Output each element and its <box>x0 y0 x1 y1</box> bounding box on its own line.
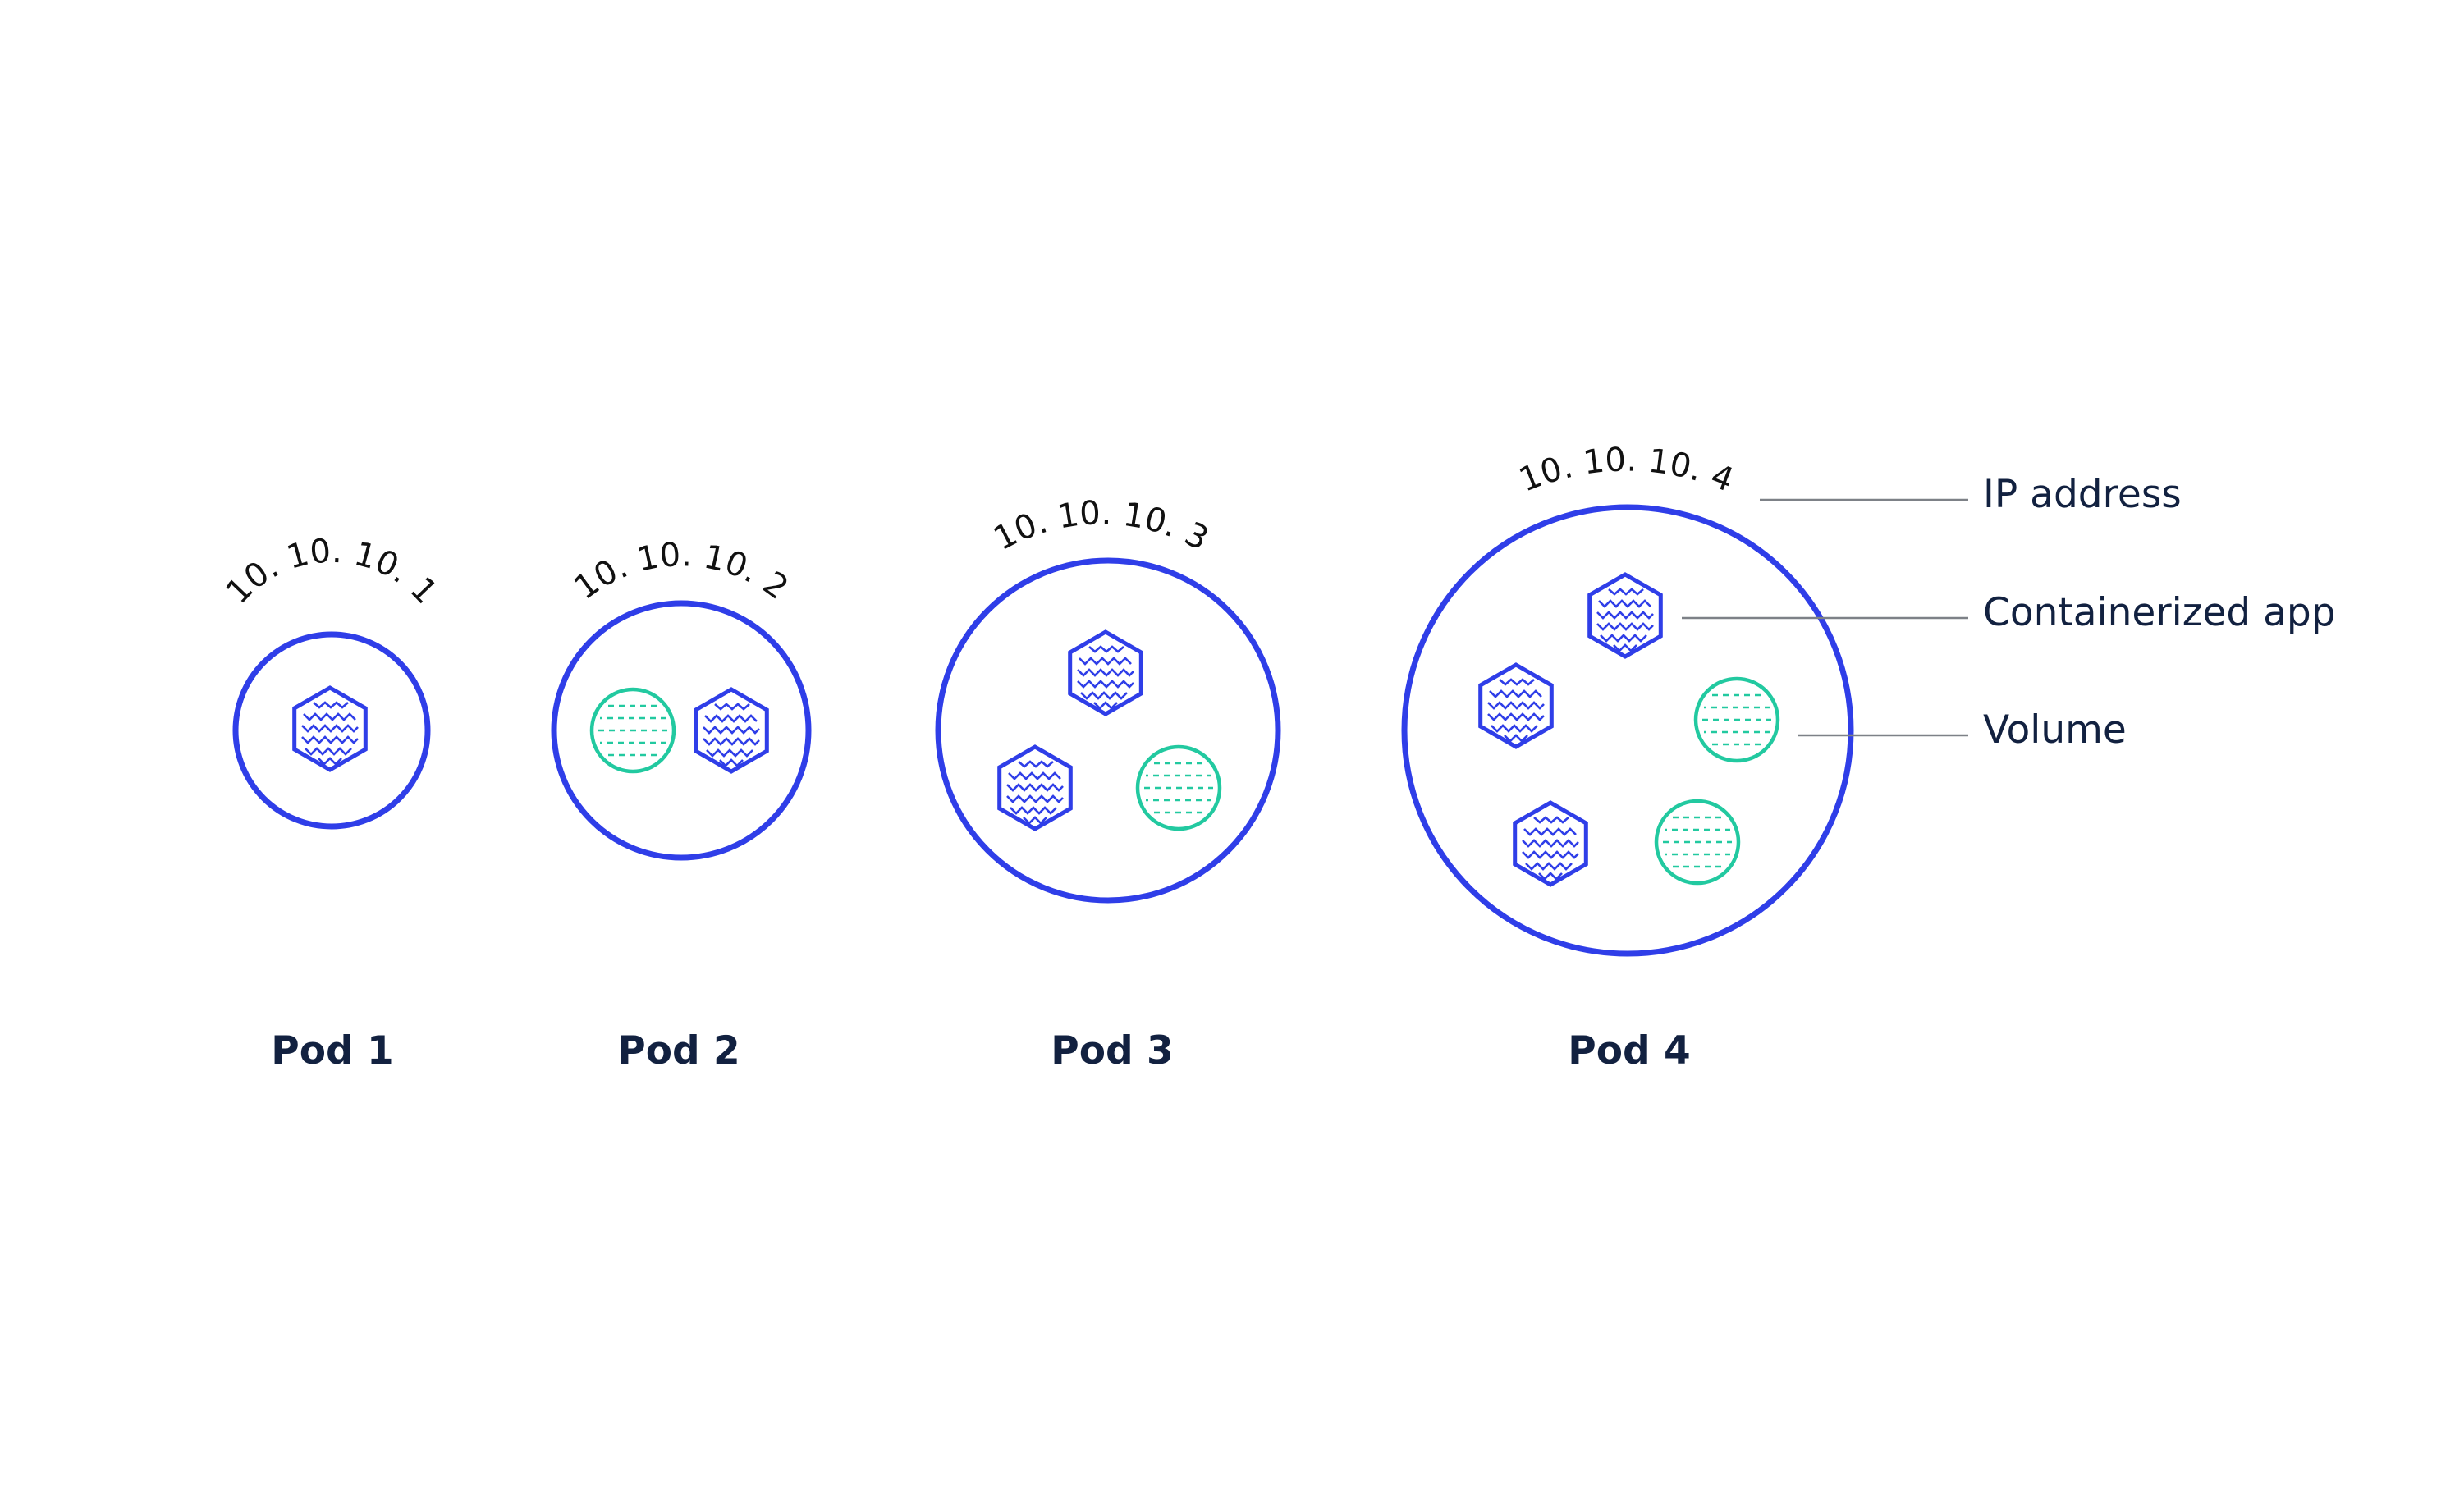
pod-4-ip-address: 10. 10. 10. 4 <box>1514 441 1739 499</box>
pod-2: 10. 10. 10. 2 Pod 2 <box>551 536 812 1073</box>
pod-2-ip-address: 10. 10. 10. 2 <box>567 536 795 607</box>
pod-4: 10. 10. 10. 4 Pod 4 <box>1401 441 1854 1073</box>
pod-4-label: Pod 4 <box>1568 1028 1690 1073</box>
pod-3: 10. 10. 10. 3 Pod 3 <box>935 494 1281 1073</box>
pod-1-label: Pod 1 <box>271 1028 393 1073</box>
pod-1-ip-address: 10. 10. 10. 1 <box>219 532 445 611</box>
legend-containerized-app: Containerized app <box>1983 590 2336 635</box>
container-icon <box>1481 665 1552 747</box>
container-icon <box>295 688 366 770</box>
container-icon <box>696 689 767 771</box>
container-icon <box>1590 574 1661 657</box>
container-icon <box>1000 747 1071 829</box>
legend: IP address Containerized app Volume <box>1682 472 2336 753</box>
legend-ip-address: IP address <box>1983 472 2182 517</box>
volume-icon <box>1656 801 1738 883</box>
pod-2-label: Pod 2 <box>617 1028 740 1073</box>
volume-icon <box>592 689 674 771</box>
pod-1: 10. 10. 10. 1 Pod 1 <box>219 532 445 1073</box>
container-icon <box>1070 632 1142 714</box>
pod-2-boundary <box>551 600 812 861</box>
legend-volume: Volume <box>1983 707 2127 753</box>
pod-3-boundary <box>935 557 1281 904</box>
pod-1-boundary <box>232 631 431 830</box>
volume-icon <box>1138 747 1220 829</box>
pod-3-label: Pod 3 <box>1051 1028 1173 1073</box>
container-icon <box>1515 803 1587 885</box>
pod-3-ip-address: 10. 10. 10. 3 <box>987 494 1214 558</box>
volume-icon <box>1696 679 1778 761</box>
pod-4-boundary <box>1401 504 1854 957</box>
